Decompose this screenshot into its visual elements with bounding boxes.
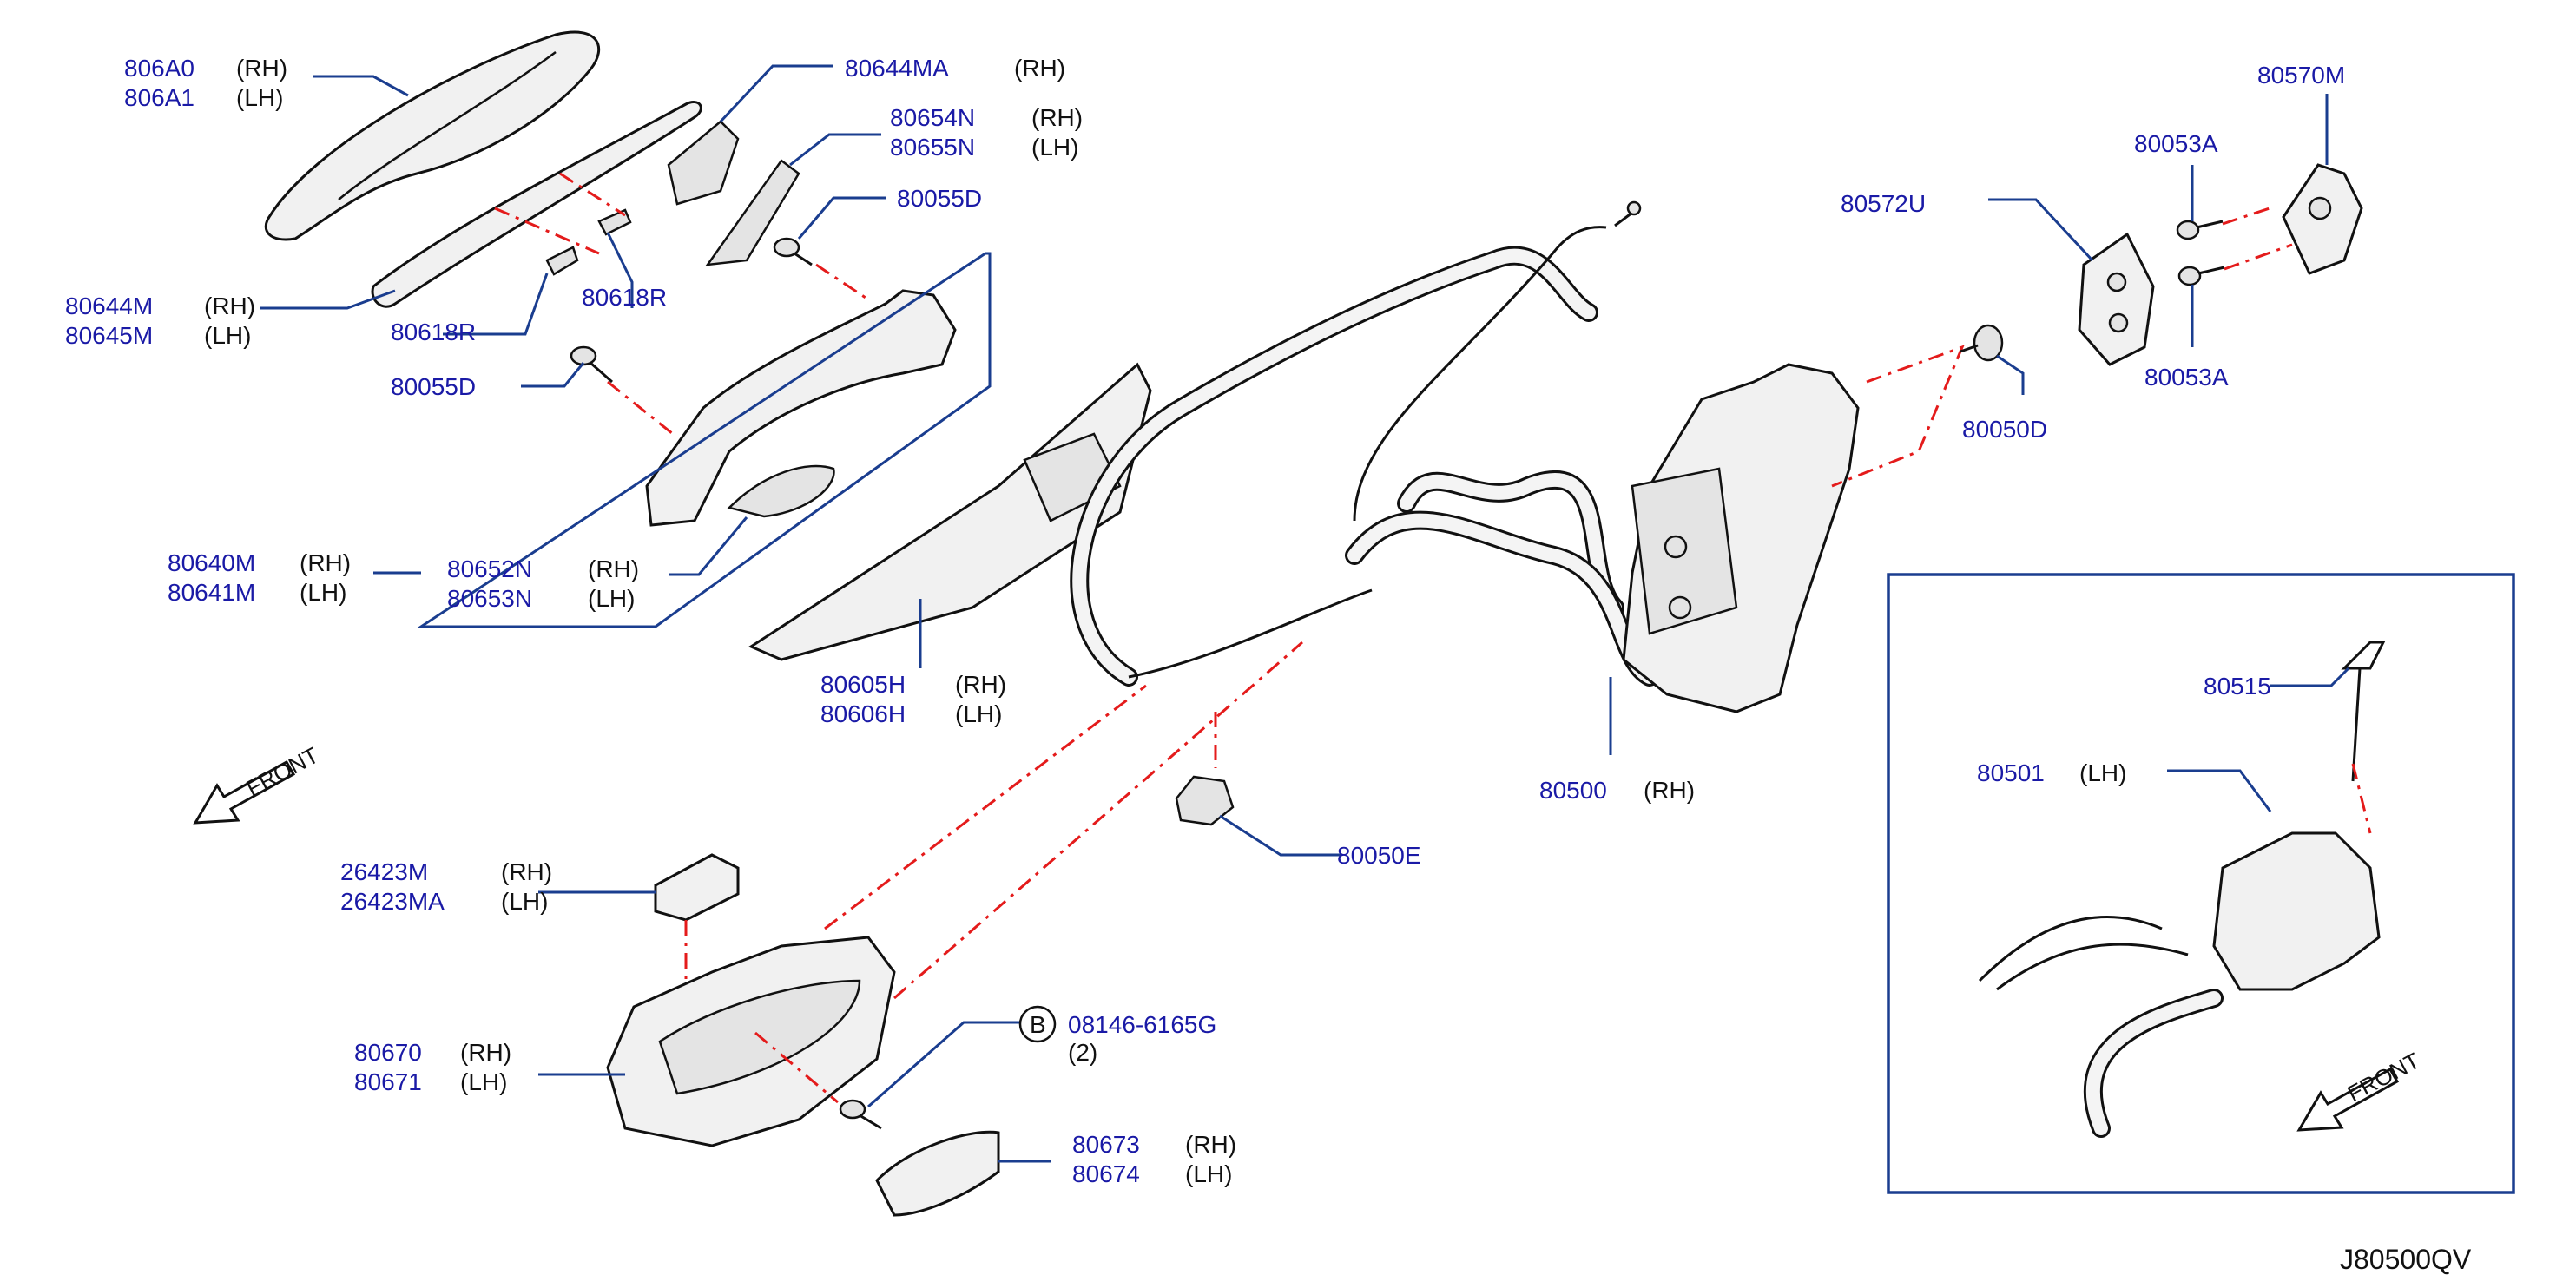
label-80605H: 80605H <box>820 671 906 698</box>
gasket-80652N <box>727 464 835 518</box>
bolt-callout-letter: B <box>1030 1011 1046 1038</box>
label-26423MA-side: (LH) <box>501 888 548 915</box>
clip-80618R-a <box>545 246 579 276</box>
label-80645M: 80645M <box>65 322 153 349</box>
label-80674-side: (LH) <box>1185 1160 1232 1187</box>
outside-handle-rear-cover <box>371 101 702 308</box>
label-80653N: 80653N <box>447 585 532 612</box>
shim-80572U <box>2078 232 2155 366</box>
lh-inset-box <box>1887 573 2515 1194</box>
label-80645M-side: (LH) <box>204 322 251 349</box>
label-806A0-side: (RH) <box>236 55 287 82</box>
label-80515: 80515 <box>2204 673 2271 700</box>
label-80644M-side: (RH) <box>204 292 255 319</box>
front-label-left: FRONT <box>242 742 323 802</box>
label-80644M: 80644M <box>65 292 153 319</box>
label-80640M: 80640M <box>168 549 255 576</box>
striker-80570M <box>2282 163 2363 275</box>
label-80055D-top: 80055D <box>897 185 982 212</box>
switch-26423M <box>654 853 740 922</box>
label-80641M: 80641M <box>168 579 255 606</box>
label-80671: 80671 <box>354 1068 422 1095</box>
label-80652N: 80652N <box>447 555 532 582</box>
label-80500: 80500 <box>1539 777 1607 804</box>
label-80501-side: (LH) <box>2079 759 2126 786</box>
label-80050E: 80050E <box>1337 842 1421 869</box>
outside-handle-escutcheon <box>264 30 600 241</box>
label-80671-side: (LH) <box>460 1068 507 1095</box>
guide-80515 <box>2351 763 2372 834</box>
label-80606H-side: (LH) <box>955 700 1002 727</box>
label-80654N: 80654N <box>890 104 975 131</box>
screw-80055D-top <box>773 237 813 266</box>
screw-80055D-mid <box>570 345 613 384</box>
label-08146-qty: (2) <box>1068 1039 1097 1066</box>
label-80653N-side: (LH) <box>588 585 635 612</box>
label-80050D: 80050D <box>1962 416 2047 443</box>
leaders <box>260 64 2350 1163</box>
label-80641M-side: (LH) <box>300 579 346 606</box>
label-80053A-top: 80053A <box>2134 130 2218 157</box>
label-80501: 80501 <box>1977 759 2045 786</box>
door-lock-actuator-80500 <box>1622 363 1860 713</box>
label-80618R-a: 80618R <box>391 319 476 345</box>
guide-bolt <box>754 1031 839 1104</box>
label-80644MA-side: (RH) <box>1014 55 1065 82</box>
label-80618R-b: 80618R <box>582 284 667 311</box>
cable-routing <box>1070 200 1659 687</box>
label-806A1-side: (LH) <box>236 84 283 111</box>
label-80053A-bottom: 80053A <box>2144 364 2229 391</box>
label-80055D-mid: 80055D <box>391 373 476 400</box>
clip-80050E <box>1175 775 1235 826</box>
label-26423MA: 26423MA <box>340 888 445 915</box>
screw-80053A-top <box>2176 220 2224 240</box>
label-26423M-side: (RH) <box>501 858 552 885</box>
guide-latch-center <box>893 641 1303 1000</box>
label-80572U: 80572U <box>1841 190 1926 217</box>
guide-screw-top <box>815 263 869 301</box>
label-80606H: 80606H <box>820 700 906 727</box>
bolt-80050D <box>1960 324 2004 362</box>
diagram-code: J80500QV <box>2340 1244 2472 1275</box>
enclosure-lines <box>417 252 992 628</box>
guide-clips <box>559 172 626 217</box>
label-80670: 80670 <box>354 1039 422 1066</box>
cover-80673 <box>875 1130 1000 1217</box>
lh-lock-assembly <box>1978 641 2386 1138</box>
guide-screw-mid <box>607 380 674 436</box>
label-80673-side: (RH) <box>1185 1131 1236 1158</box>
label-806A1: 806A1 <box>124 84 194 111</box>
label-80674: 80674 <box>1072 1160 1140 1187</box>
guide-latch-left <box>824 684 1147 930</box>
clip-80618R-b <box>597 208 632 236</box>
guide-striker-bot <box>2224 243 2293 271</box>
label-80605H-side: (RH) <box>955 671 1006 698</box>
label-80655N-side: (LH) <box>1031 134 1078 161</box>
label-80640M-side: (RH) <box>300 549 351 576</box>
label-80500-side: (RH) <box>1644 777 1695 804</box>
label-80570M: 80570M <box>2257 62 2345 89</box>
label-806A0: 806A0 <box>124 55 194 82</box>
front-label-right: FRONT <box>2343 1048 2424 1107</box>
screw-80053A-bottom <box>2177 266 2225 286</box>
label-80652N-side: (RH) <box>588 555 639 582</box>
front-arrow-left: FRONT <box>193 742 323 825</box>
label-08146-6165G: 08146-6165G <box>1068 1011 1216 1038</box>
clip-80644MA <box>667 120 740 206</box>
guide-striker-top <box>2222 205 2276 226</box>
outside-handle-80640M <box>645 289 957 527</box>
label-80670-side: (RH) <box>460 1039 511 1066</box>
label-80655N: 80655N <box>890 134 975 161</box>
guide-escutcheon <box>494 207 600 255</box>
front-arrow-right: FRONT <box>2296 1048 2424 1132</box>
label-80644MA: 80644MA <box>845 55 949 82</box>
label-80654N-side: (RH) <box>1031 104 1083 131</box>
label-26423M: 26423M <box>340 858 428 885</box>
bolt-08146-6165G <box>839 1099 882 1130</box>
label-80673: 80673 <box>1072 1131 1140 1158</box>
gasket-80654N <box>705 159 800 266</box>
bolt-callout-circle <box>1018 1005 1057 1043</box>
